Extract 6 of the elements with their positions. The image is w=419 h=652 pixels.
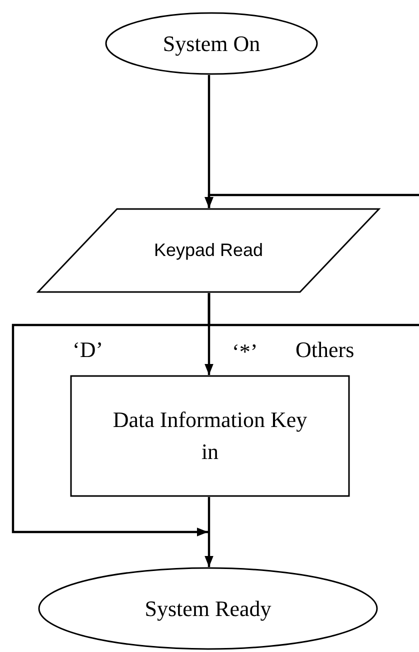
node-text: Data Information Key in xyxy=(112,406,308,466)
arrow xyxy=(204,497,214,567)
node-text: Keypad Read xyxy=(154,239,264,262)
node-text: System On xyxy=(162,30,260,58)
arrow xyxy=(204,194,419,208)
node-text: System Ready xyxy=(144,594,272,623)
